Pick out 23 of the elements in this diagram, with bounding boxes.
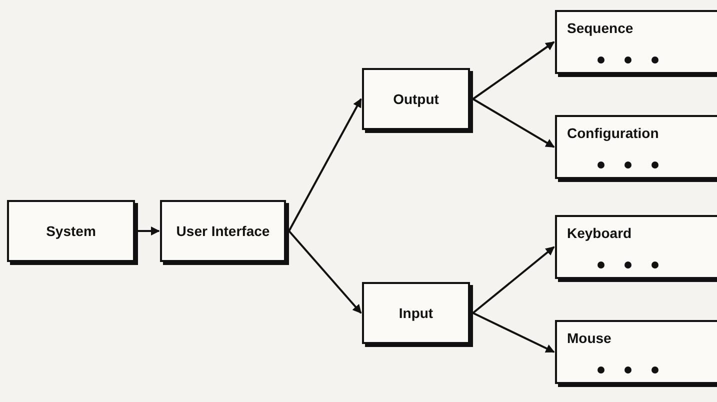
box-label: System — [46, 223, 96, 239]
process-box — [555, 115, 717, 179]
process-box — [555, 215, 717, 279]
process-box — [555, 10, 717, 74]
box-label: Keyboard — [567, 225, 632, 241]
box-label: Mouse — [567, 330, 612, 346]
box-label: Input — [398, 305, 434, 321]
arrow — [288, 98, 362, 232]
box-label: Configuration — [567, 125, 659, 141]
arrow — [138, 226, 160, 236]
process-box — [362, 68, 470, 130]
box-label: Sequence — [567, 20, 634, 36]
arrow — [472, 41, 555, 100]
process-box — [7, 200, 135, 262]
box-label: Output — [393, 91, 439, 107]
process-box — [555, 320, 717, 384]
arrow — [288, 230, 362, 314]
arrow — [472, 98, 555, 148]
process-box — [362, 282, 470, 344]
arrow — [472, 312, 555, 353]
process-box — [160, 200, 286, 262]
box-label: User Interface — [176, 223, 270, 239]
arrow — [472, 246, 555, 314]
